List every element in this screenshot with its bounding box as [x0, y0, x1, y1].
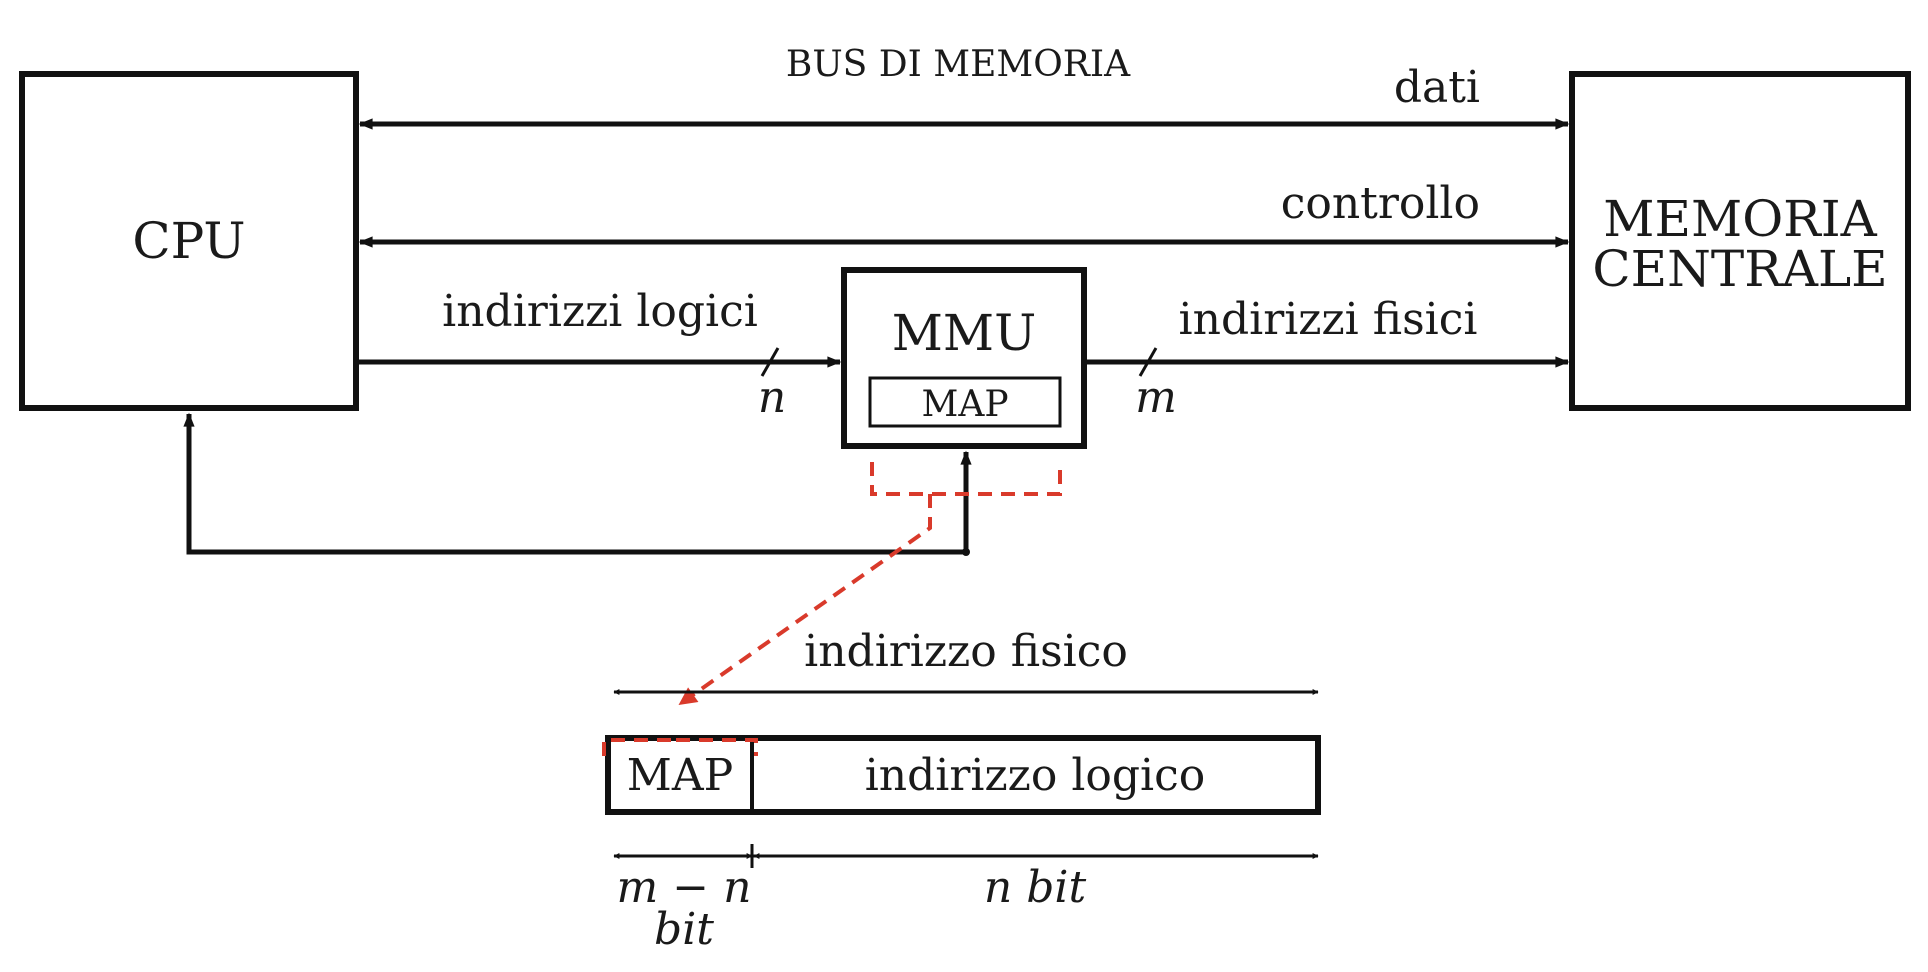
logical-width-label: n — [758, 372, 786, 423]
memory-box — [1569, 71, 1911, 411]
mmu-label: MMU — [892, 304, 1037, 362]
logical-address-label: indirizzi logici — [442, 286, 758, 337]
mmu-map-highlight-bracket — [870, 462, 1062, 496]
map-width-label-bottom: bit — [654, 904, 714, 955]
data-bus-label: dati — [1394, 62, 1480, 113]
map-width-label-top: m − n — [617, 862, 752, 913]
map-connector-arrow — [678, 494, 932, 706]
address-title: indirizzo fisico — [804, 626, 1128, 677]
address-map-field: MAP — [627, 750, 733, 801]
memory-label-line1: MEMORIA — [1603, 190, 1877, 248]
address-map-highlight — [602, 738, 758, 756]
physical-address-label: indirizzi fisici — [1179, 294, 1478, 345]
physical-width-tick — [1138, 347, 1158, 377]
address-format-box — [605, 735, 1321, 815]
address-logical-field: indirizzo logico — [865, 750, 1206, 801]
bus-title: BUS DI MEMORIA — [786, 44, 1131, 85]
cpu-label: CPU — [132, 212, 245, 270]
feedback-wire-to-cpu — [183, 412, 966, 555]
mmu-map-label: MAP — [921, 384, 1008, 425]
control-bus-label: controllo — [1281, 178, 1480, 229]
wire-junction — [962, 548, 970, 556]
physical-width-label: m — [1135, 372, 1177, 423]
mmu-map-register — [868, 376, 1062, 428]
memory-label-line2: CENTRALE — [1592, 240, 1887, 298]
cpu-box — [19, 71, 359, 411]
logical-width-bits-label: n bit — [984, 862, 1087, 913]
logical-width-tick — [760, 347, 780, 377]
